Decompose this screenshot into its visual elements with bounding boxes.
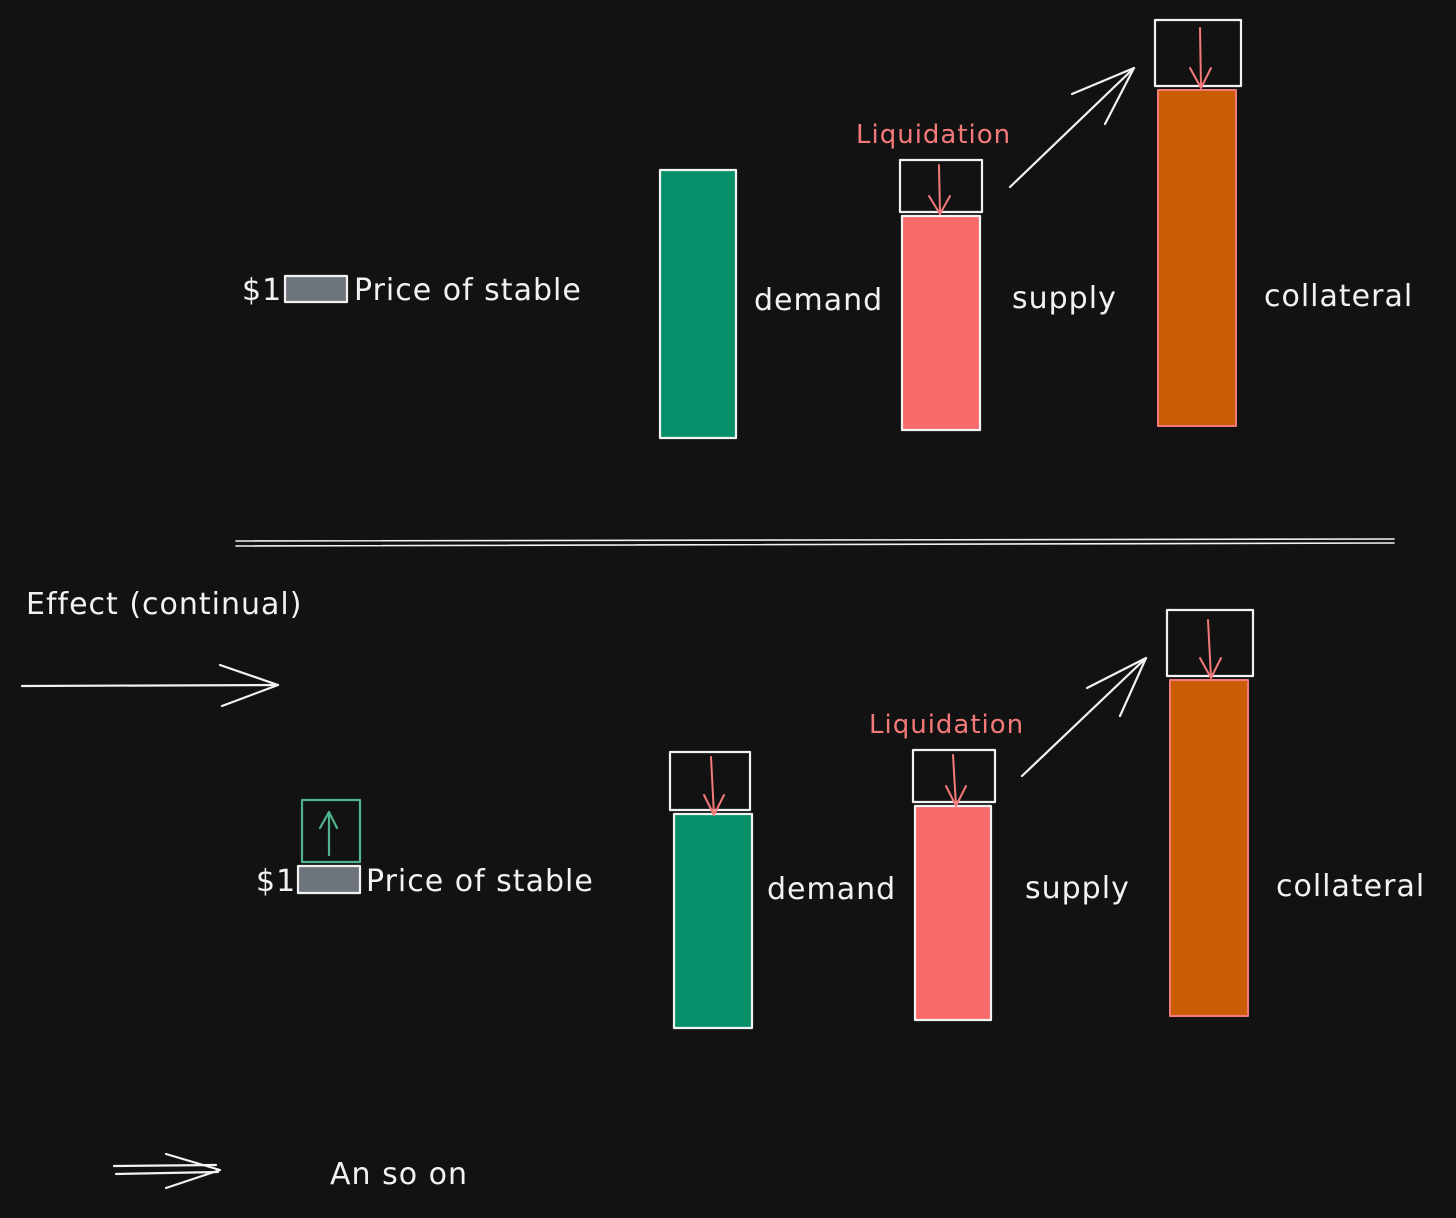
divider — [235, 538, 1395, 547]
top-price-box — [285, 276, 347, 302]
top-supply-empty-box — [898, 158, 984, 214]
diagonal-arrow-icon — [1020, 656, 1148, 778]
bottom-supply-bar — [915, 806, 991, 1020]
double-arrow-icon — [112, 1152, 222, 1190]
down-arrow-icon — [703, 756, 725, 816]
bottom-supply-label: supply — [1025, 871, 1130, 906]
top-demand-label: demand — [754, 283, 883, 318]
bottom-collateral-bar — [1170, 680, 1248, 1016]
top-collateral-bar — [1158, 90, 1236, 426]
footer-label: An so on — [330, 1157, 468, 1192]
top-supply-bar — [902, 216, 980, 430]
bottom-collateral-bar-outline — [1169, 679, 1249, 1017]
bottom-price-prefix: $1 — [256, 864, 296, 899]
diagonal-arrow-icon — [1008, 66, 1136, 189]
top-demand-bar-outline — [658, 168, 738, 440]
bottom-panel: $1 Price of stable demand Liquidation su… — [256, 608, 1425, 1030]
top-liquidation-label: Liquidation — [856, 120, 1011, 150]
bottom-price-box — [298, 866, 360, 893]
bottom-demand-bar — [674, 814, 752, 1028]
bottom-collateral-label: collateral — [1276, 869, 1425, 904]
effect-label: Effect (continual) — [26, 587, 302, 622]
top-supply-bar-outline — [900, 214, 982, 432]
bottom-price-label: Price of stable — [366, 864, 594, 899]
top-collateral-label: collateral — [1264, 279, 1413, 314]
bottom-supply-bar-outline — [913, 804, 993, 1022]
top-demand-bar — [660, 170, 736, 438]
down-arrow-icon — [945, 754, 967, 807]
top-collateral-empty-box — [1153, 18, 1243, 88]
top-price-box-outline — [283, 274, 349, 304]
top-collateral-bar-outline — [1157, 89, 1237, 427]
bottom-price-empty-box — [300, 798, 362, 864]
down-arrow-icon — [1199, 619, 1222, 679]
bottom-demand-label: demand — [767, 872, 896, 907]
top-price-label: Price of stable — [354, 273, 582, 308]
bottom-price-box-outline — [296, 864, 362, 895]
top-panel: $1 Price of stable demand Liquidation su… — [242, 18, 1413, 440]
bottom-liquidation-label: Liquidation — [869, 710, 1024, 740]
down-arrow-icon — [1189, 27, 1212, 89]
right-arrow-icon — [20, 663, 280, 708]
bottom-demand-empty-box — [668, 750, 752, 812]
top-price-prefix: $1 — [242, 273, 282, 308]
down-arrow-icon — [928, 164, 951, 215]
top-supply-label: supply — [1012, 281, 1117, 316]
up-arrow-icon — [318, 810, 339, 857]
